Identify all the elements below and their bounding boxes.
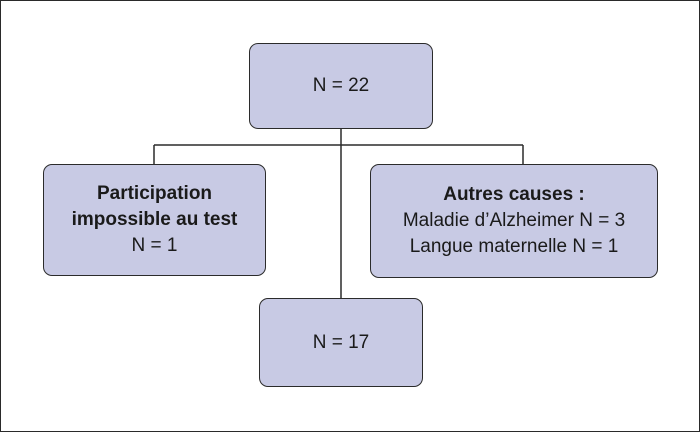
total-count-label: N = 22 [312,75,370,96]
test-impossible-count: N = 1 [131,235,178,256]
box-total-participants: N = 22 [249,43,433,129]
final-count-label: N = 17 [312,331,370,353]
box-final-participants: N = 17 [259,298,423,387]
other-causes-title: Autres causes : [443,184,585,205]
other-causes-mother-tongue: Langue maternelle N = 1 [409,236,619,257]
test-impossible-title-line1: Participation [96,183,213,204]
box-test-impossible: Participation impossible au test N = 1 [43,164,266,276]
box-other-causes: Autres causes : Maladie d’Alzheimer N = … [370,164,658,278]
other-causes-alzheimer: Maladie d’Alzheimer N = 3 [402,210,626,231]
test-impossible-title-line2: impossible au test [71,209,238,230]
